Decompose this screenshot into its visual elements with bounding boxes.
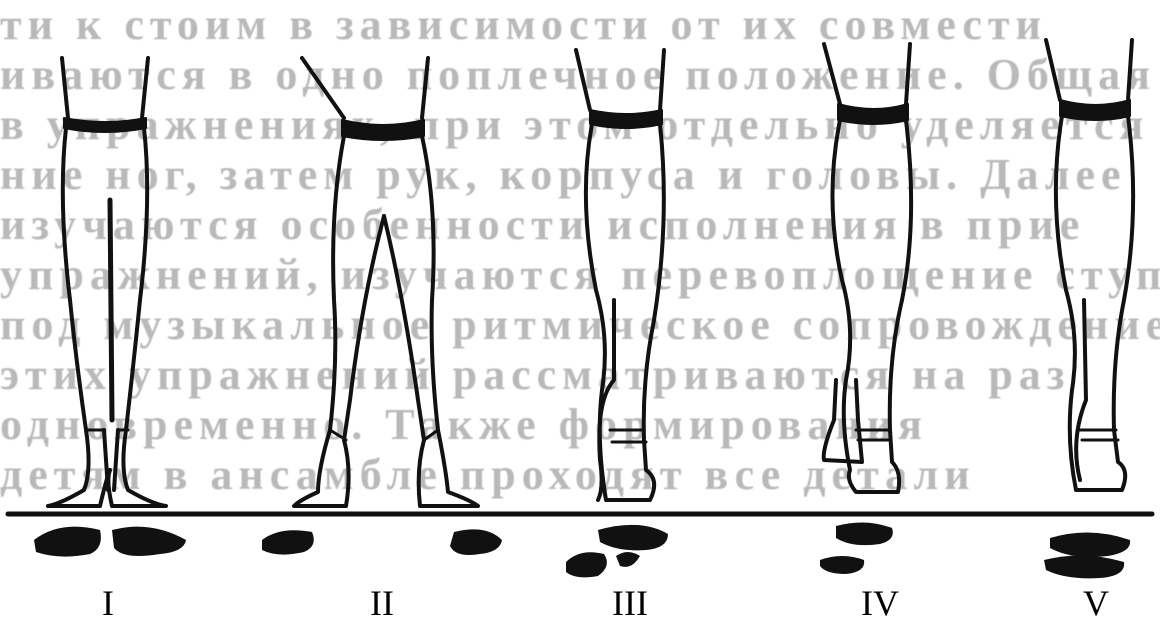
position-label-1: I — [102, 582, 114, 624]
footprint-position-3 — [566, 525, 668, 577]
position-label-2: II — [370, 582, 394, 624]
footprint-position-1 — [34, 527, 186, 557]
figure-position-5 — [1046, 40, 1133, 490]
footprints — [34, 522, 1130, 578]
figure-position-3 — [576, 50, 664, 500]
position-label-5: V — [1083, 582, 1109, 624]
position-label-3: III — [612, 582, 648, 624]
figure-position-4 — [824, 44, 911, 492]
footprint-position-4 — [820, 522, 893, 574]
figure-position-1 — [48, 58, 166, 506]
footprint-position-2 — [262, 529, 502, 555]
position-label-4: IV — [861, 582, 899, 624]
footprint-position-5 — [1044, 532, 1130, 578]
figure-position-2 — [294, 58, 478, 506]
